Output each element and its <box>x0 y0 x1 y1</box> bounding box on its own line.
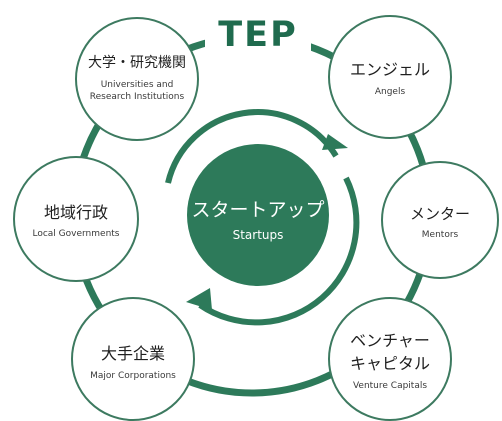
logo: TEP <box>218 15 297 55</box>
node-universities-title: 大学・研究機関 <box>88 55 186 71</box>
node-mentors-title: メンター <box>410 205 470 223</box>
node-local-governments-subtitle: Local Governments <box>32 229 119 239</box>
node-mentors-circle <box>381 161 499 279</box>
node-angels[interactable]: エンジェル Angels <box>328 15 452 139</box>
node-major-corporations-subtitle: Major Corporations <box>90 371 176 381</box>
node-venture-capitals-title-1: ベンチャー <box>350 331 430 350</box>
center-node-circle <box>187 144 329 286</box>
node-mentors-subtitle: Mentors <box>422 230 459 240</box>
cycle-arrow-bottom <box>198 176 360 326</box>
node-major-corporations-title: 大手企業 <box>101 344 165 363</box>
center-node-subtitle: Startups <box>233 228 284 242</box>
node-angels-subtitle: Angels <box>375 87 406 97</box>
node-angels-circle <box>328 15 452 139</box>
node-universities[interactable]: 大学・研究機関 Universities and Research Instit… <box>75 17 199 141</box>
logo-background <box>205 12 311 52</box>
node-venture-capitals-subtitle: Venture Capitals <box>353 381 427 391</box>
node-local-governments-circle <box>13 156 139 282</box>
node-angels-title: エンジェル <box>350 60 430 79</box>
node-universities-subtitle-1: Universities and <box>101 80 174 90</box>
node-universities-circle <box>75 17 199 141</box>
node-venture-capitals-circle <box>328 297 452 421</box>
cycle-arrow-top <box>165 109 339 184</box>
node-major-corporations-circle <box>71 297 195 421</box>
node-venture-capitals[interactable]: ベンチャー キャピタル Venture Capitals <box>328 297 452 421</box>
cycle-arrow-top-head <box>322 134 348 150</box>
center-node-title: スタートアップ <box>191 199 324 221</box>
cycle-arrows <box>165 109 360 326</box>
node-local-governments[interactable]: 地域行政 Local Governments <box>13 156 139 282</box>
cycle-arrow-bottom-head <box>186 288 212 310</box>
center-node-startups[interactable]: スタートアップ Startups <box>187 144 329 286</box>
node-universities-subtitle-2: Research Institutions <box>90 92 185 102</box>
node-local-governments-title: 地域行政 <box>44 203 108 222</box>
node-major-corporations[interactable]: 大手企業 Major Corporations <box>71 297 195 421</box>
node-mentors[interactable]: メンター Mentors <box>381 161 499 279</box>
node-venture-capitals-title-2: キャピタル <box>350 354 430 373</box>
